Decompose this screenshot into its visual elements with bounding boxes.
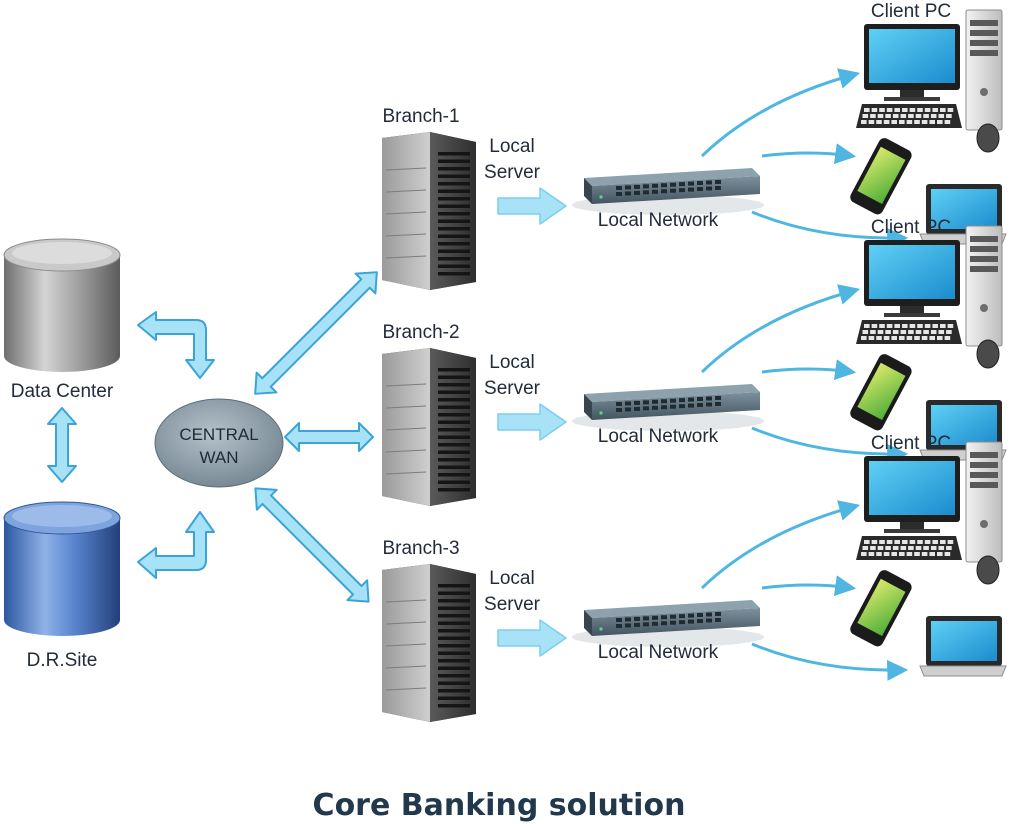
diagram-title: Core Banking solution [313,788,686,823]
branch-3-local-network-label: Local Network [598,642,719,663]
branch-1-local-network-label: Local Network [598,210,719,231]
dr-site-wan-elbow-arrow-icon [137,511,215,579]
branch-3-flow-to-phone [761,575,857,597]
branch-1-flow-to-phone [761,143,857,165]
branch-2-local-network-label: Local Network [598,426,719,447]
branch-1-flow-to-laptop [751,210,909,249]
data-center-database-icon [3,238,121,372]
branch-3-client-pc-label: Client PC [871,433,951,454]
branch-3-local-server-label-line1: Local [489,568,534,589]
central-wan-cloud [154,398,284,488]
branch-3-laptop-icon [919,616,1007,677]
data-center-label: Data Center [11,381,114,402]
branch-1-mobile-phone-icon [850,138,912,215]
dr-site-database-icon [3,501,121,636]
branch-1-label: Branch-1 [382,106,459,127]
data-center-wan-elbow-arrow-icon [137,311,215,379]
branch-2-local-server-label-line1: Local [489,352,534,373]
branch-2-server-icon [382,348,476,506]
branch-3-client-pc-icon [856,441,1003,585]
branch-1-local-server-label-line1: Local [489,136,534,157]
branch-2-network-switch-icon [572,384,764,431]
branch-2-flow-to-laptop [751,426,909,465]
branch-3-flow-to-pc [700,500,861,590]
replication-double-arrow-icon [47,407,77,483]
branch-2-mobile-phone-icon [850,354,912,431]
wan-branch3-arrow-icon [254,487,370,603]
branch-1-local-server-label-line2: Server [484,162,541,183]
branch-2-label: Branch-2 [382,322,459,343]
branch-1-client-pc-label: Client PC [871,1,951,22]
branch-2-client-pc-icon [856,225,1003,369]
branch-1-flow-to-pc [700,68,861,158]
branch-2-flow-to-pc [700,284,861,374]
branch-3-network-switch-icon [572,600,764,647]
branch-1-server-icon [382,132,476,290]
branch-1-server-to-switch-arrow-icon [497,187,567,225]
branch-1-client-pc-icon [856,9,1003,153]
branch-3-label: Branch-3 [382,538,459,559]
branch-2-local-server-label-line2: Server [484,378,541,399]
branch-3-local-server-label-line2: Server [484,594,541,615]
branch-2-flow-to-phone [761,359,857,381]
branch-3-server-to-switch-arrow-icon [497,619,567,657]
branch-3-flow-to-laptop [751,642,909,681]
branch-1-network-switch-icon [572,168,764,215]
central-wan-label-line1: CENTRAL [179,425,258,444]
wan-branch1-arrow-icon [254,271,378,395]
branch-3-mobile-phone-icon [850,570,912,647]
dr-site-label: D.R.Site [27,650,98,671]
branch-3-server-icon [382,564,476,722]
central-wan-label-line2: WAN [199,448,238,467]
branch-2-client-pc-label: Client PC [871,217,951,238]
wan-branch2-arrow-icon [284,422,374,452]
branch-2-server-to-switch-arrow-icon [497,403,567,441]
